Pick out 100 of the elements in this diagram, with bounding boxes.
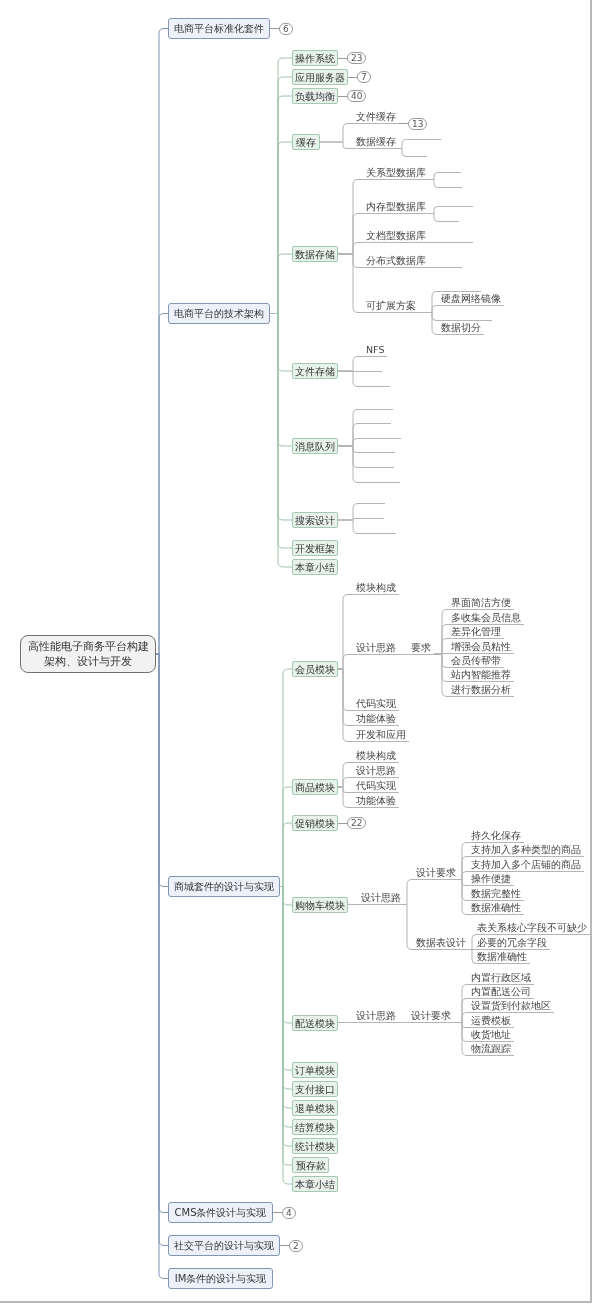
branch-label: 物流跟踪 (470, 1044, 514, 1056)
connector-line (337, 1022, 356, 1023)
branch-label: 功能体验 (355, 714, 399, 726)
branch-label: 可扩展方案 (365, 301, 419, 313)
connector-line (428, 179, 443, 188)
branch-end-line (410, 139, 441, 140)
branch-end-line (365, 467, 394, 468)
subtopic-box: 结算模块 (292, 1119, 338, 1135)
connector-line (398, 148, 411, 157)
branch-end-line (365, 423, 391, 424)
branch-end-line (442, 187, 462, 188)
branch-label: 设计思路 (355, 766, 399, 778)
branch-label: 会员传帮带 (450, 656, 504, 668)
branch-end-line (442, 221, 459, 222)
branch-label: 运费模板 (470, 1016, 514, 1028)
branch-end-line (442, 242, 473, 243)
connector-line (337, 445, 366, 483)
branch-label: 设置货到付款地区 (470, 1001, 554, 1013)
branch-label: 开发和应用 (355, 730, 409, 742)
branch-label: 多收集会员信息 (450, 613, 524, 625)
branch-label: 数据完整性 (470, 889, 524, 901)
branch-label: 必要的冗余字段 (476, 938, 550, 950)
subtopic-box: 促销模块 (292, 815, 338, 831)
branch-label: 文档型数据库 (365, 231, 429, 243)
topic-box: 商城套件的设计与实现 (168, 876, 280, 897)
topic-box: CMS条件设计与实现 (168, 1202, 273, 1223)
subtopic-box: 消息队列 (292, 438, 338, 454)
branch-end-line (365, 482, 400, 483)
central-topic-box: 高性能电子商务平台构建架构、设计与开发 (20, 635, 156, 673)
topic-box: 电商平台标准化套件 (168, 18, 270, 39)
connector-line (458, 871, 471, 880)
subtopic-box: 商品模块 (292, 779, 338, 795)
branch-label: 增强会员粘性 (450, 642, 514, 654)
branch-end-line (365, 371, 382, 372)
connector-line (453, 1022, 471, 1056)
branch-end-line (440, 320, 492, 321)
branch-label: 设计思路 (355, 643, 399, 655)
connector-line (398, 654, 411, 655)
branch-label: 差异化管理 (450, 627, 504, 639)
branch-end-line (365, 518, 384, 519)
branch-label: 模块构成 (355, 751, 399, 763)
connector-line (403, 904, 416, 950)
branch-label: 表关系核心字段不可缺少 (476, 923, 590, 935)
connector-line (458, 879, 471, 915)
connector-line (418, 312, 441, 335)
branch-label: 功能体验 (355, 796, 399, 808)
branch-label: 数据缓存 (355, 137, 399, 149)
branch-label: 支持加入多种类型的商品 (470, 845, 584, 857)
topic-box: IM条件的设计与实现 (168, 1268, 273, 1289)
branch-label: 设计要求 (410, 1011, 454, 1023)
branch-label: 支持加入多个店铺的商品 (470, 860, 584, 872)
branch-label: 持久化保存 (470, 831, 524, 843)
branch-end-line (365, 386, 390, 387)
branch-label: 分布式数据库 (365, 256, 429, 268)
branch-end-line (440, 291, 481, 292)
subtopic-box: 支付接口 (292, 1081, 338, 1097)
subtopic-box: 操作系统 (292, 50, 338, 66)
connector-line (433, 653, 451, 654)
connector-line (468, 949, 477, 964)
subtopic-box: 缓存 (292, 134, 320, 150)
subtopic-box: 配送模块 (292, 1015, 338, 1031)
branch-end-line (442, 206, 473, 207)
subtopic-box: 负载均衡 (292, 88, 338, 104)
branch-end-line (365, 452, 395, 453)
branch-label: 进行数据分析 (450, 685, 514, 697)
subtopic-box: 退单模块 (292, 1100, 338, 1116)
branch-label: 关系型数据库 (365, 168, 429, 180)
branch-label: 收货地址 (470, 1030, 514, 1042)
subtopic-box: 数据存储 (292, 246, 338, 262)
subtopic-box: 统计模块 (292, 1138, 338, 1154)
connector-line (403, 879, 416, 905)
subtopic-box: 应用服务器 (292, 69, 348, 85)
branch-label: 设计思路 (360, 893, 404, 905)
connector-line (337, 370, 366, 387)
connector-line (337, 519, 366, 534)
connector-line (468, 934, 477, 950)
connector-line (428, 242, 443, 243)
connector-line (319, 141, 356, 149)
branch-end-line (365, 533, 396, 534)
branch-end-line (410, 156, 427, 157)
branch-label: 代码实现 (355, 781, 399, 793)
subtopic-box: 搜索设计 (292, 512, 338, 528)
branch-end-line (442, 172, 461, 173)
branch-label: 站内智能推荐 (450, 670, 514, 682)
subtopic-box: 开发框架 (292, 540, 338, 556)
subtopic-box: 会员模块 (292, 661, 338, 677)
branch-label: 内存型数据库 (365, 202, 429, 214)
branch-end-line (365, 409, 393, 410)
branch-label: 内置配送公司 (470, 987, 534, 999)
branch-label: NFS (365, 345, 388, 357)
branch-end-line (365, 503, 385, 504)
subtopic-box: 预存款 (292, 1157, 329, 1173)
connector-line (433, 654, 451, 697)
subtopic-box: 订单模块 (292, 1062, 338, 1078)
branch-label: 数据表设计 (415, 938, 469, 950)
branch-label: 模块构成 (355, 583, 399, 595)
connector-line (398, 139, 411, 149)
subtopic-box: 购物车模块 (292, 897, 348, 913)
branch-label: 要求 (410, 643, 434, 655)
branch-label: 数据准确性 (470, 903, 524, 915)
